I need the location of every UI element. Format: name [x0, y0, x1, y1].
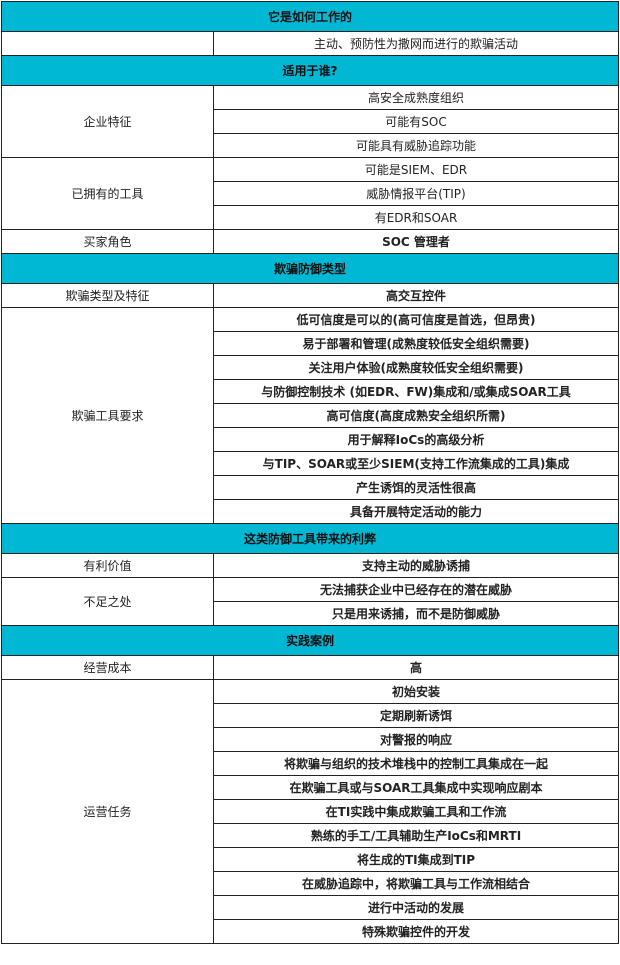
table-row: 有利价值支持主动的威胁诱捕 [1, 553, 619, 578]
row-value: 定期刷新诱饵 [213, 703, 619, 728]
table-row: 运营任务初始安装 [1, 679, 619, 944]
row-value: 初始安装 [213, 679, 619, 704]
row-value: 高交互控件 [213, 283, 619, 308]
row-value: 有EDR和SOAR [213, 205, 619, 230]
row-label: 经营成本 [1, 655, 214, 680]
row-value: 关注用户体验(成熟度较低安全组织需要) [213, 355, 619, 380]
row-label: 运营任务 [1, 679, 214, 944]
row-label [1, 31, 214, 56]
section-title: 适用于谁? [1, 55, 619, 86]
section-header-row: 欺骗防御类型 [1, 253, 619, 284]
row-value: 只是用来诱捕，而不是防御威胁 [213, 601, 619, 626]
table-row: 特殊欺骗控件的开发 [2, 919, 619, 944]
table-row: 有EDR和SOAR [2, 205, 619, 230]
table-row: 具备开展特定活动的能力 [2, 499, 619, 524]
table-row: 与TIP、SOAR或至少SIEM(支持工作流集成的工具)集成 [2, 451, 619, 476]
table-row: 关注用户体验(成熟度较低安全组织需要) [2, 355, 619, 380]
table-row: 可能有SOC [2, 109, 619, 134]
table-row: 将欺骗与组织的技术堆栈中的控制工具集成在一起 [2, 751, 619, 776]
section-title: 实践案例 [1, 625, 619, 656]
section-header-row: 适用于谁? [1, 55, 619, 86]
row-value: 无法捕获企业中已经存在的潜在威胁 [213, 577, 619, 602]
row-value: 对警报的响应 [213, 727, 619, 752]
row-value: 可能是SIEM、EDR [213, 157, 619, 182]
table-row: 在威胁追踪中，将欺骗工具与工作流相结合 [2, 871, 619, 896]
row-value: 产生诱饵的灵活性很高 [213, 475, 619, 500]
row-value: 与TIP、SOAR或至少SIEM(支持工作流集成的工具)集成 [213, 451, 619, 476]
table-row: 高可信度(高度成熟安全组织所需) [2, 403, 619, 428]
row-value: 支持主动的威胁诱捕 [213, 553, 619, 578]
table-row: 欺骗工具要求低可信度是可以的(高可信度是首选，但昂贵) [1, 307, 619, 524]
row-value: 高可信度(高度成熟安全组织所需) [213, 403, 619, 428]
table-row: 已拥有的工具可能是SIEM、EDR [1, 157, 619, 230]
row-value: 高 [213, 655, 619, 680]
row-value: 将欺骗与组织的技术堆栈中的控制工具集成在一起 [213, 751, 619, 776]
row-label: 欺骗工具要求 [1, 307, 214, 524]
table-row: 产生诱饵的灵活性很高 [2, 475, 619, 500]
table-row: 欺骗类型及特征高交互控件 [1, 283, 619, 308]
deception-defense-table: 它是如何工作的主动、预防性为撒网而进行的欺骗活动适用于谁?企业特征高安全成熟度组… [1, 1, 619, 944]
table-row: 将生成的TI集成到TIP [2, 847, 619, 872]
table-row: 不足之处无法捕获企业中已经存在的潜在威胁 [1, 577, 619, 626]
row-value: 低可信度是可以的(高可信度是首选，但昂贵) [213, 307, 619, 332]
row-value: 具备开展特定活动的能力 [213, 499, 619, 524]
table-row: 经营成本高 [1, 655, 619, 680]
table-row: 可能具有威胁追踪功能 [2, 133, 619, 158]
row-label: 有利价值 [1, 553, 214, 578]
row-value: 高安全成熟度组织 [213, 85, 619, 110]
row-value: 与防御控制技术 (如EDR、FW)集成和/或集成SOAR工具 [213, 379, 619, 404]
section-title: 欺骗防御类型 [1, 253, 619, 284]
table-row: 对警报的响应 [2, 727, 619, 752]
section-title: 这类防御工具带来的利弊 [1, 523, 619, 554]
row-value: 将生成的TI集成到TIP [213, 847, 619, 872]
table-row: 主动、预防性为撒网而进行的欺骗活动 [1, 31, 619, 56]
table-body: 它是如何工作的主动、预防性为撒网而进行的欺骗活动适用于谁?企业特征高安全成熟度组… [1, 1, 619, 944]
row-label: 不足之处 [1, 577, 214, 626]
row-value: 威胁情报平台(TIP) [213, 181, 619, 206]
row-value: 可能有SOC [213, 109, 619, 134]
row-value: 在威胁追踪中，将欺骗工具与工作流相结合 [213, 871, 619, 896]
row-label: 企业特征 [1, 85, 214, 158]
table-row: 定期刷新诱饵 [2, 703, 619, 728]
row-value: 在TI实践中集成欺骗工具和工作流 [213, 799, 619, 824]
section-header-row: 这类防御工具带来的利弊 [1, 523, 619, 554]
section-header-row: 它是如何工作的 [1, 1, 619, 32]
table-row: 在欺骗工具或与SOAR工具集成中实现响应剧本 [2, 775, 619, 800]
row-label: 买家角色 [1, 229, 214, 254]
row-value: 易于部署和管理(成熟度较低安全组织需要) [213, 331, 619, 356]
row-value: 可能具有威胁追踪功能 [213, 133, 619, 158]
row-label: 欺骗类型及特征 [1, 283, 214, 308]
table-row: 企业特征高安全成熟度组织 [1, 85, 619, 158]
row-value: 主动、预防性为撒网而进行的欺骗活动 [213, 31, 619, 56]
row-value: 熟练的手工/工具辅助生产IoCs和MRTI [213, 823, 619, 848]
table-row: 与防御控制技术 (如EDR、FW)集成和/或集成SOAR工具 [2, 379, 619, 404]
row-label: 已拥有的工具 [1, 157, 214, 230]
section-title: 它是如何工作的 [1, 1, 619, 32]
section-header-row: 实践案例 [1, 625, 619, 656]
table-row: 用于解释IoCs的高级分析 [2, 427, 619, 452]
row-value: 特殊欺骗控件的开发 [213, 919, 619, 944]
table-row: 只是用来诱捕，而不是防御威胁 [2, 601, 619, 626]
row-value: SOC 管理者 [213, 229, 619, 254]
row-value: 在欺骗工具或与SOAR工具集成中实现响应剧本 [213, 775, 619, 800]
row-value: 用于解释IoCs的高级分析 [213, 427, 619, 452]
row-value: 进行中活动的发展 [213, 895, 619, 920]
